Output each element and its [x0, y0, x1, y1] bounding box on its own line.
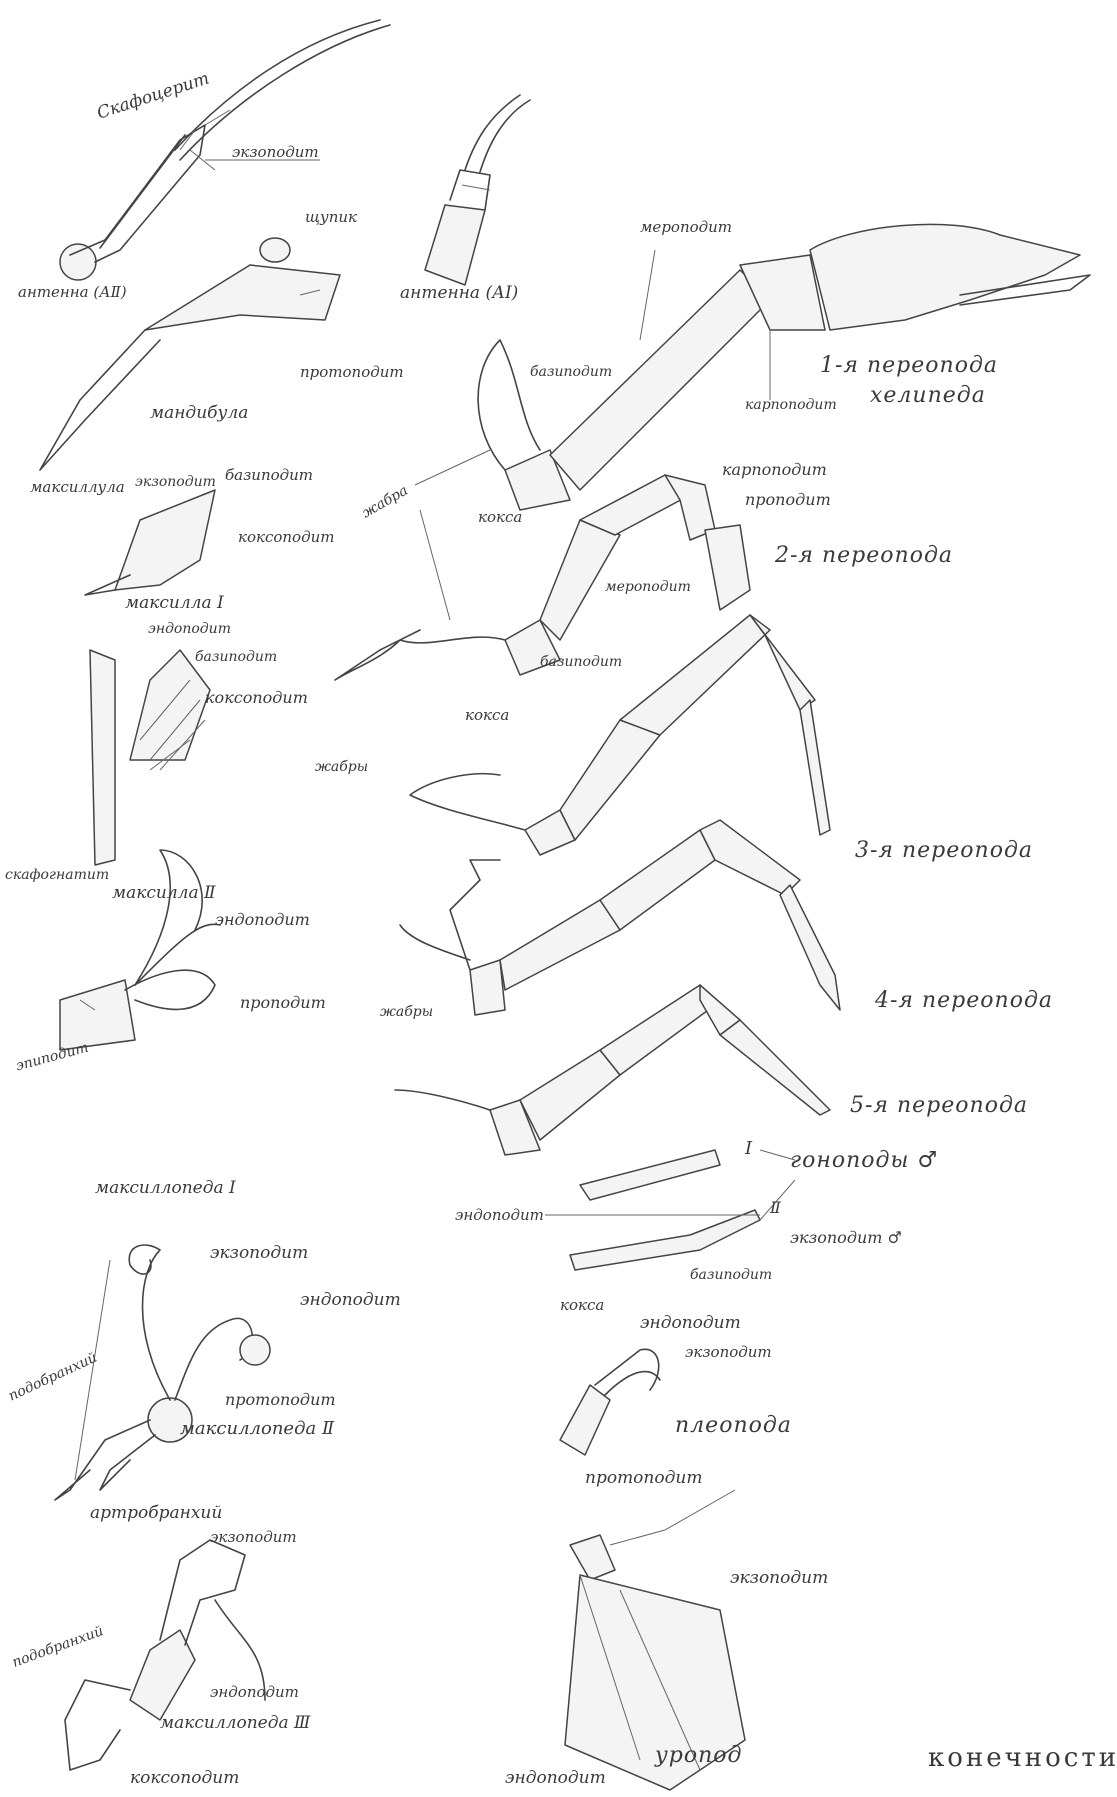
label-merus-2: мероподит: [605, 580, 691, 594]
label-exopodite-mx1: экзоподит: [135, 475, 216, 489]
label-pereiopod-3: 3-я переопода: [855, 840, 1033, 862]
maxilliped-3-sketch: [65, 1540, 265, 1770]
label-coxa-1: кокса: [478, 510, 522, 525]
label-endopodite-uropod: эндоподит: [505, 1770, 606, 1787]
label-gills-45: жабры: [380, 1005, 433, 1019]
label-uropod: уропод: [655, 1745, 742, 1767]
label-maxilla-1: максилла Ⅰ: [125, 595, 224, 612]
label-pereiopod-4: 4-я переопода: [875, 990, 1053, 1012]
label-basipodite-mx2: базиподит: [195, 650, 277, 664]
label-karpopodite-cheliped: карпоподит: [745, 398, 837, 412]
label-palp: щупик: [305, 210, 357, 225]
label-pereiopod-2: 2-я переопода: [775, 545, 953, 567]
label-endopodite-mp2: эндоподит: [300, 1292, 401, 1309]
label-pleopod: плеопода: [675, 1415, 792, 1437]
label-maxilliped-2: максиллопеда Ⅱ: [180, 1420, 334, 1438]
label-exopodite-pleopod: экзоподит: [685, 1345, 772, 1360]
label-maxilla-2: максилла Ⅱ: [112, 885, 216, 902]
label-scaphognathite: скафогнатит: [5, 868, 109, 882]
pleopod-sketch: [560, 1349, 660, 1455]
label-propodite-2: проподит: [745, 492, 831, 508]
label-protopodite-mp2: протоподит: [225, 1392, 336, 1408]
label-maxilliped-3: максиллопеда Ⅲ: [160, 1715, 310, 1732]
maxilla-1-sketch: [85, 490, 215, 595]
label-merus-cheliped: мероподит: [640, 220, 732, 235]
label-pereiopod-1: 1-я переопода: [820, 355, 998, 377]
antenna-2-sketch: [60, 20, 390, 280]
label-coxopodite-mx2: коксоподит: [205, 690, 308, 706]
label-mandible: мандибула: [150, 405, 248, 422]
label-coxopodite-mp3: коксоподит: [130, 1770, 239, 1787]
label-exopodite-uropod: экзоподит: [730, 1570, 828, 1587]
label-exopodite-gonopod: экзоподит ♂: [790, 1230, 902, 1246]
label-endopodite-pleopod: эндоподит: [640, 1315, 741, 1332]
maxilla-2-sketch: [90, 650, 210, 865]
label-karpopodite-2: карпоподит: [722, 462, 827, 478]
label-propodite-mp1: проподит: [240, 995, 326, 1011]
label-endopodite-mp1: эндоподит: [215, 912, 310, 928]
label-protopodite-mandible: протоподит: [300, 365, 404, 380]
label-coxa-gonopod: кокса: [560, 1298, 604, 1313]
label-basipodite-2: базиподит: [540, 655, 622, 669]
label-pereiopod-5: 5-я переопода: [850, 1095, 1028, 1117]
sheet-title: конечности: [928, 1745, 1117, 1771]
pereiopod-4-sketch: [400, 820, 840, 1015]
label-maxilliped-1: максиллопеда Ⅰ: [95, 1180, 236, 1197]
label-antenna-1: антенна (АⅠ): [400, 285, 518, 302]
pereiopod-3-sketch: [410, 615, 830, 855]
pereiopod-5-sketch: [395, 985, 830, 1155]
label-basipodite-gonopod: базиподит: [690, 1268, 772, 1282]
label-endopodite-gonopod: эндоподит: [455, 1208, 544, 1223]
label-arthrobranchia: артробранхий: [90, 1505, 222, 1522]
label-exopodite-antenna: экзоподит: [232, 145, 319, 160]
label-basipodite-cheliped: базиподит: [530, 365, 612, 379]
label-endopodite-mp3: эндоподит: [210, 1685, 299, 1700]
label-exopodite-mp3: экзоподит: [210, 1530, 297, 1545]
label-basipodite-mx1: базиподит: [225, 468, 313, 483]
label-exopodite-mp2: экзоподит: [210, 1245, 308, 1262]
label-coxa-2: кокса: [465, 708, 509, 723]
label-gills-3: жабры: [315, 760, 368, 774]
label-cheliped: хелипеда: [870, 385, 986, 407]
label-protopodite-pleopod: протоподит: [585, 1470, 702, 1487]
label-coxopodite-mx1: коксоподит: [238, 530, 334, 545]
label-antenna-2: антенна (АⅡ): [18, 285, 127, 300]
label-endopodite-mx2: эндоподит: [148, 622, 231, 636]
label-roman-1: Ⅰ: [745, 1140, 752, 1158]
label-maxillula: максиллула: [30, 480, 125, 495]
gonopods-sketch: [545, 1150, 760, 1270]
label-gonopods: гоноподы ♂: [790, 1150, 938, 1172]
antenna-1-sketch: [425, 95, 530, 285]
maxilliped-2-sketch: [55, 1245, 270, 1500]
label-roman-2: Ⅱ: [770, 1200, 781, 1216]
